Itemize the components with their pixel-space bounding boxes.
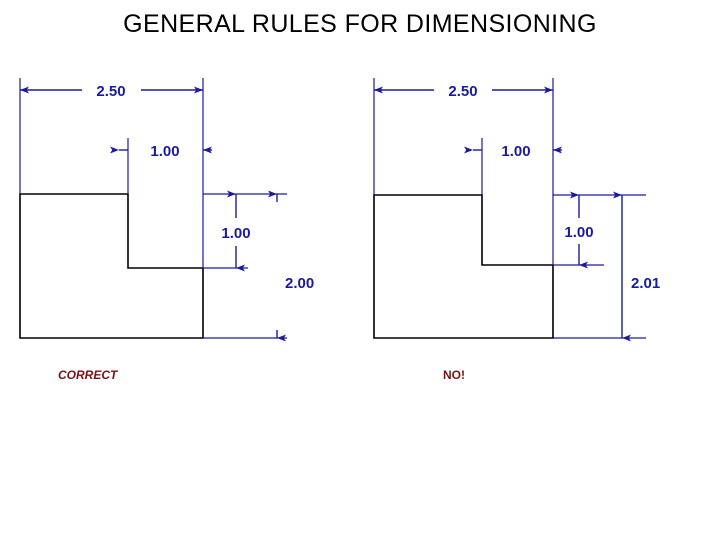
dim-value-notch-width: 1.00 xyxy=(150,143,179,160)
dim-value-overall-height: 2.01 xyxy=(631,275,660,292)
caption-wrong: NO! xyxy=(443,368,465,382)
drawing-wrong: 2.50 1.00 1.00 2.01 xyxy=(373,78,660,342)
caption-correct: CORRECT xyxy=(58,368,118,382)
dim-value-overall-width: 2.50 xyxy=(448,83,477,100)
figure-correct: 2.50 1.00 1.00 2.00 xyxy=(0,60,320,380)
part-outline xyxy=(19,193,204,339)
dim-value-notch-height: 1.00 xyxy=(564,224,593,241)
dim-value-overall-height: 2.00 xyxy=(285,275,314,292)
dim-value-notch-height: 1.00 xyxy=(221,225,250,242)
page-title: GENERAL RULES FOR DIMENSIONING xyxy=(123,10,597,38)
figure-wrong: 2.50 1.00 1.00 2.01 xyxy=(354,60,694,380)
drawing-correct: 2.50 1.00 1.00 2.00 xyxy=(19,78,314,342)
part-outline xyxy=(373,194,554,339)
dim-value-notch-width: 1.00 xyxy=(501,143,530,160)
dim-value-overall-width: 2.50 xyxy=(96,83,125,100)
